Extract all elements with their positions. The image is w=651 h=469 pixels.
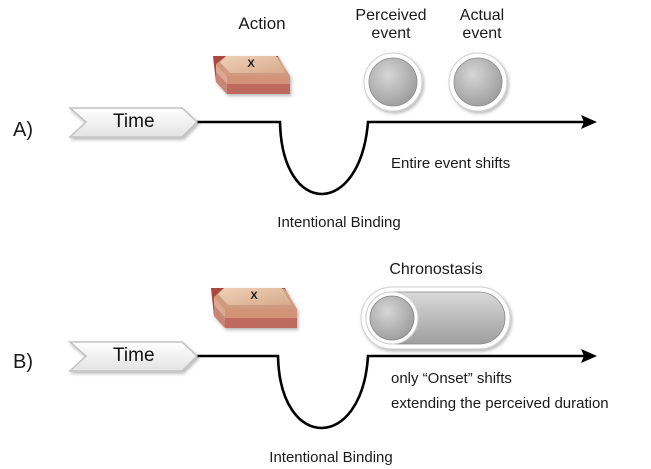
timeline-line-a (193, 120, 585, 196)
perceived-event-icon (363, 52, 423, 112)
binding-caption-a: Intentional Binding (277, 214, 401, 231)
time-arrow-icon (68, 107, 199, 138)
binding-caption-b: Intentional Binding (269, 449, 393, 466)
timeline-arrowhead-b (581, 349, 597, 363)
panel-b (68, 286, 597, 430)
actual-event-label-line1: Actual (459, 7, 505, 24)
action-key-glyph-b: X (250, 290, 258, 302)
chronostasis-label: Chronostasis (389, 261, 483, 278)
chronostasis-pill-icon (360, 286, 511, 350)
perceived-event-label: Perceived event (355, 7, 426, 44)
shift-caption-b-line1: only “Onset” shifts (391, 370, 512, 387)
time-label-a: Time (113, 111, 155, 132)
timeline-arrowhead-a (581, 115, 597, 129)
timeline-line-b (193, 354, 585, 430)
keyboard-key-icon (211, 288, 297, 328)
shift-caption-b-line2: extending the perceived duration (391, 395, 609, 412)
action-key-glyph-a: X (247, 58, 255, 70)
time-arrow-icon (68, 341, 199, 372)
panel-b-label: B) (13, 351, 33, 373)
time-label-b: Time (113, 345, 155, 366)
actual-event-icon (448, 52, 508, 112)
panel-a (68, 52, 597, 196)
perceived-event-label-line2: event (371, 25, 411, 43)
actual-event-label: Actual event (460, 7, 504, 44)
action-label: Action (238, 14, 286, 33)
perceived-event-label-line1: Perceived (355, 7, 427, 24)
keyboard-key-icon (213, 56, 290, 94)
panel-a-label: A) (13, 119, 33, 141)
shift-caption-a: Entire event shifts (391, 155, 511, 172)
actual-event-label-line2: event (462, 25, 502, 43)
